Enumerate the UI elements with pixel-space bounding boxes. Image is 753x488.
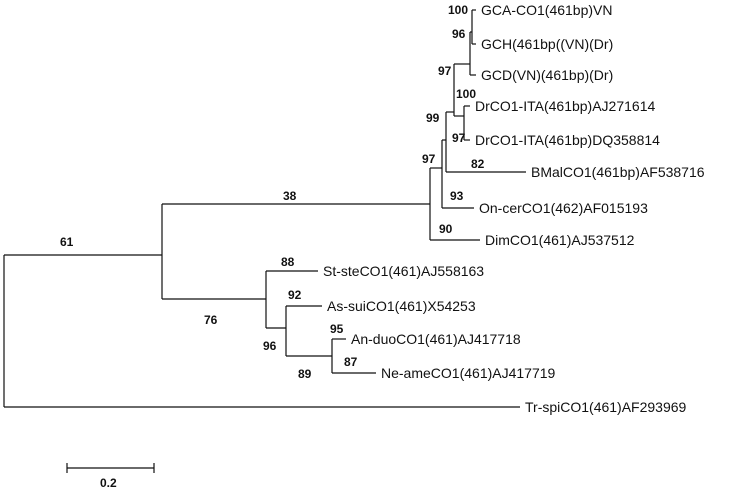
leaf-label-dim: DimCO1(461)AJ537512 (485, 232, 635, 248)
support-value: 82 (471, 157, 485, 171)
scale-bar-label: 0.2 (100, 476, 117, 488)
support-value: 100 (456, 87, 476, 101)
leaf-label-gcd: GCD(VN)(461bp)(Dr) (481, 67, 613, 83)
leaf-label-drita2: DrCO1-ITA(461bp)DQ358814 (475, 132, 660, 148)
support-value: 97 (422, 152, 436, 166)
support-value: 99 (426, 111, 440, 125)
leaf-label-stste: St-steCO1(461)AJ558163 (323, 263, 484, 279)
leaf-label-gch: GCH(461bp((VN)(Dr) (481, 36, 613, 52)
support-value: 92 (288, 288, 302, 302)
leaf-label-neame: Ne-ameCO1(461)AJ417719 (381, 365, 556, 381)
support-value: 88 (281, 255, 295, 269)
support-value: 87 (344, 355, 358, 369)
support-value: 90 (439, 222, 453, 236)
support-value: 61 (60, 235, 74, 249)
scale-bar: 0.2 (66, 463, 155, 488)
support-value: 95 (330, 322, 344, 336)
leaf-label-drita1: DrCO1-ITA(461bp)AJ271614 (475, 98, 655, 114)
scale-bar-line (66, 463, 155, 473)
support-value: 96 (452, 27, 466, 41)
support-value: 97 (452, 131, 466, 145)
leaf-label-trspi: Tr-spiCO1(461)AF293969 (525, 399, 687, 415)
leaf-label-anduo: An-duoCO1(461)AJ417718 (351, 331, 521, 347)
leaf-label-gca: GCA-CO1(461bp)VN (481, 2, 613, 18)
leaf-label-oncer: On-cerCO1(462)AF015193 (479, 200, 648, 216)
support-value: 93 (450, 189, 464, 203)
support-value: 96 (263, 339, 277, 353)
support-value: 89 (298, 367, 312, 381)
support-value: 38 (283, 189, 297, 203)
leaf-label-bmal: BMalCO1(461bp)AF538716 (531, 164, 705, 180)
support-value: 100 (448, 3, 468, 17)
support-value: 97 (438, 64, 452, 78)
support-value: 76 (204, 313, 218, 327)
leaf-label-assui: As-suiCO1(461)X54253 (327, 298, 476, 314)
